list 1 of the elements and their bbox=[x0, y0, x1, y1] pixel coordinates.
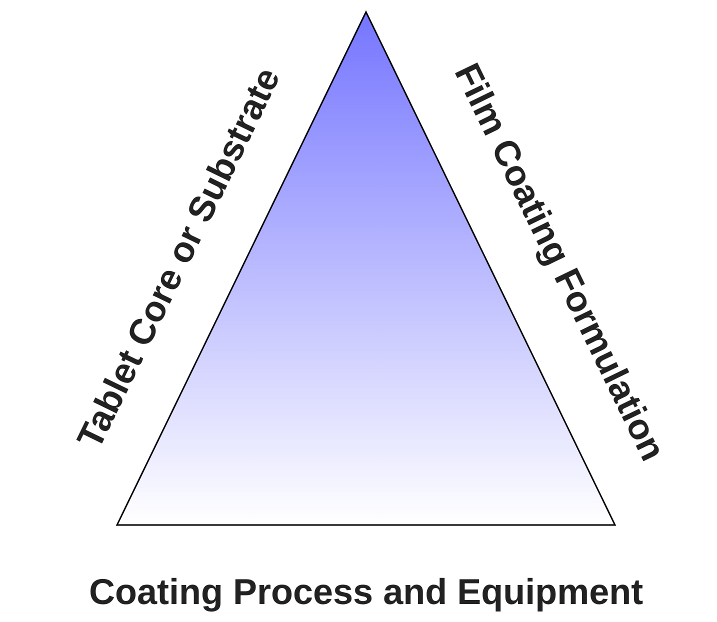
side-label: Coating Process and Equipment bbox=[89, 571, 644, 613]
